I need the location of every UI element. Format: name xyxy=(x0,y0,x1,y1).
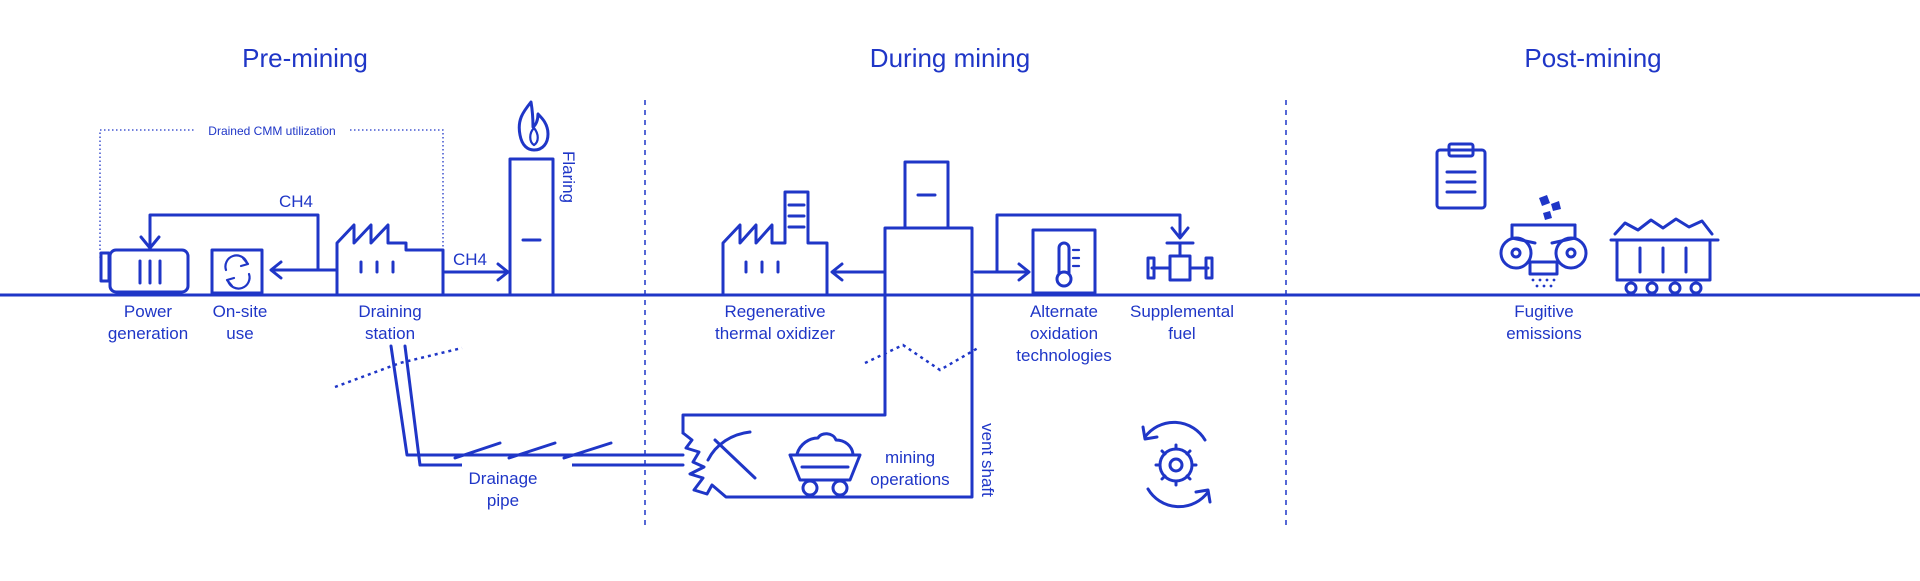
coal-face xyxy=(681,431,742,499)
thermal-oxidizer-icon xyxy=(721,190,829,296)
heading-post-mining: Post-mining xyxy=(1524,43,1661,73)
strata-line-2 xyxy=(864,343,979,372)
ch4-right-label: CH4 xyxy=(453,250,487,269)
ch4-top-label: CH4 xyxy=(279,192,313,211)
onsite-use-label-2: use xyxy=(226,324,253,343)
supplemental-label-1: Supplemental xyxy=(1130,302,1234,321)
gear-cycle-icon xyxy=(1141,420,1212,509)
pipe-label-mask xyxy=(462,463,572,507)
strata-line-1 xyxy=(334,346,463,389)
power-generation-label-2: generation xyxy=(108,324,188,343)
mine-cart-icon xyxy=(788,432,862,497)
regenerative-label-1: Regenerative xyxy=(724,302,825,321)
factory-icon xyxy=(335,223,445,296)
regenerative-label-2: thermal oxidizer xyxy=(715,324,835,343)
drained-cmm-label: Drained CMM utilization xyxy=(208,124,335,138)
recycle-icon xyxy=(210,248,264,295)
alternate-label-3: technologies xyxy=(1016,346,1111,365)
ch4-return-line: CH4 xyxy=(139,192,320,272)
battery-icon xyxy=(99,248,190,294)
drainage-pipe-label-1: Drainage xyxy=(469,469,538,488)
pickaxe-icon xyxy=(706,430,757,480)
drainage-pipe xyxy=(389,344,685,467)
crusher-icon xyxy=(1499,195,1588,288)
drainage-pipe-label-2: pipe xyxy=(487,491,519,510)
supplemental-label-2: fuel xyxy=(1168,324,1195,343)
vent-shaft xyxy=(681,160,974,499)
onsite-use-label-1: On-site xyxy=(213,302,268,321)
mining-operations-label-2: operations xyxy=(870,470,949,489)
vent-shaft-label: vent shaft xyxy=(978,423,997,497)
mining-operations-label-1: mining xyxy=(885,448,935,467)
flame-icon xyxy=(517,100,550,152)
alternate-label-2: oxidation xyxy=(1030,324,1098,343)
arrow-to-onsite-use xyxy=(269,260,339,280)
alternate-label-1: Alternate xyxy=(1030,302,1098,321)
flaring-label: Flaring xyxy=(559,151,578,203)
fugitive-label-2: emissions xyxy=(1506,324,1582,343)
valve-icon xyxy=(1146,241,1214,282)
clipboard-icon xyxy=(1435,142,1487,210)
drained-cmm-bracket: Drained CMM utilization xyxy=(99,124,444,258)
thermometer-icon xyxy=(1031,228,1097,295)
arrow-to-oxidizer xyxy=(830,262,887,282)
coal-car-icon xyxy=(1609,217,1720,295)
heading-pre-mining: Pre-mining xyxy=(242,43,368,73)
arrow-to-flaring: CH4 xyxy=(443,250,510,282)
fugitive-label-1: Fugitive xyxy=(1514,302,1574,321)
draining-station-label-2: station xyxy=(365,324,415,343)
heading-during-mining: During mining xyxy=(870,43,1030,73)
power-generation-label-1: Power xyxy=(124,302,173,321)
flare-stack xyxy=(508,157,555,297)
draining-station-label-1: Draining xyxy=(358,302,421,321)
alt-oxidation-arrow xyxy=(973,213,1190,282)
